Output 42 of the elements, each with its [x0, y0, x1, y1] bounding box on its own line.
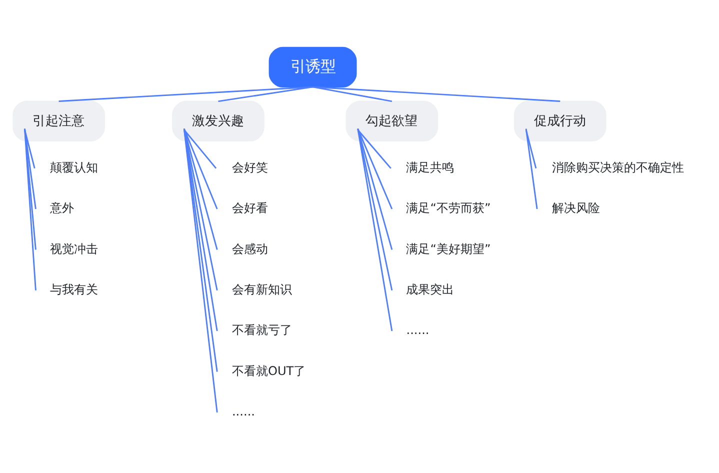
node-text: 消除购买决策的不确定性 [552, 160, 684, 174]
connector [357, 128, 393, 250]
node-text: 满足共鸣 [406, 160, 454, 174]
connector [24, 128, 36, 250]
node-text: 满足“美好期望” [406, 242, 491, 256]
connector [357, 128, 393, 291]
connector [357, 128, 393, 210]
connector [218, 86, 313, 102]
node-text: 会感动 [232, 242, 268, 256]
node-text: 会有新知识 [232, 282, 292, 296]
connector [24, 128, 36, 290]
connector [525, 128, 538, 210]
connector [183, 128, 218, 250]
node-box: 促成行动 [514, 100, 606, 142]
node-text: 视觉冲击 [50, 242, 98, 256]
node-box: 勾起欲望 [346, 100, 438, 142]
node-text: 意外 [50, 201, 74, 216]
node-box: 激发兴趣 [172, 100, 264, 142]
node-text: ...... [232, 404, 256, 418]
connector [183, 128, 218, 210]
connector [357, 128, 393, 332]
node-text: 成果突出 [406, 282, 454, 296]
node-text: 会好笑 [232, 160, 268, 174]
node-text: 解决风险 [552, 201, 600, 216]
node-box: 引诱型 [268, 46, 357, 88]
connector [312, 86, 392, 102]
node-text: 与我有关 [50, 282, 98, 296]
connector [58, 86, 313, 102]
connector [525, 130, 537, 169]
node-text: 颠覆认知 [50, 160, 98, 174]
node-text: ...... [406, 323, 430, 338]
connector [312, 86, 560, 102]
node-text: 不看就OUT了 [232, 364, 306, 378]
node-text: 不看就亏了 [232, 323, 292, 338]
connector [184, 129, 217, 169]
connector [183, 128, 218, 332]
connector [357, 129, 392, 169]
connector [24, 128, 36, 210]
node-text: 会好看 [232, 201, 268, 216]
node-text: 满足“不劳而获” [406, 201, 491, 216]
node-box: 引起注意 [12, 100, 105, 142]
connector [183, 128, 218, 291]
